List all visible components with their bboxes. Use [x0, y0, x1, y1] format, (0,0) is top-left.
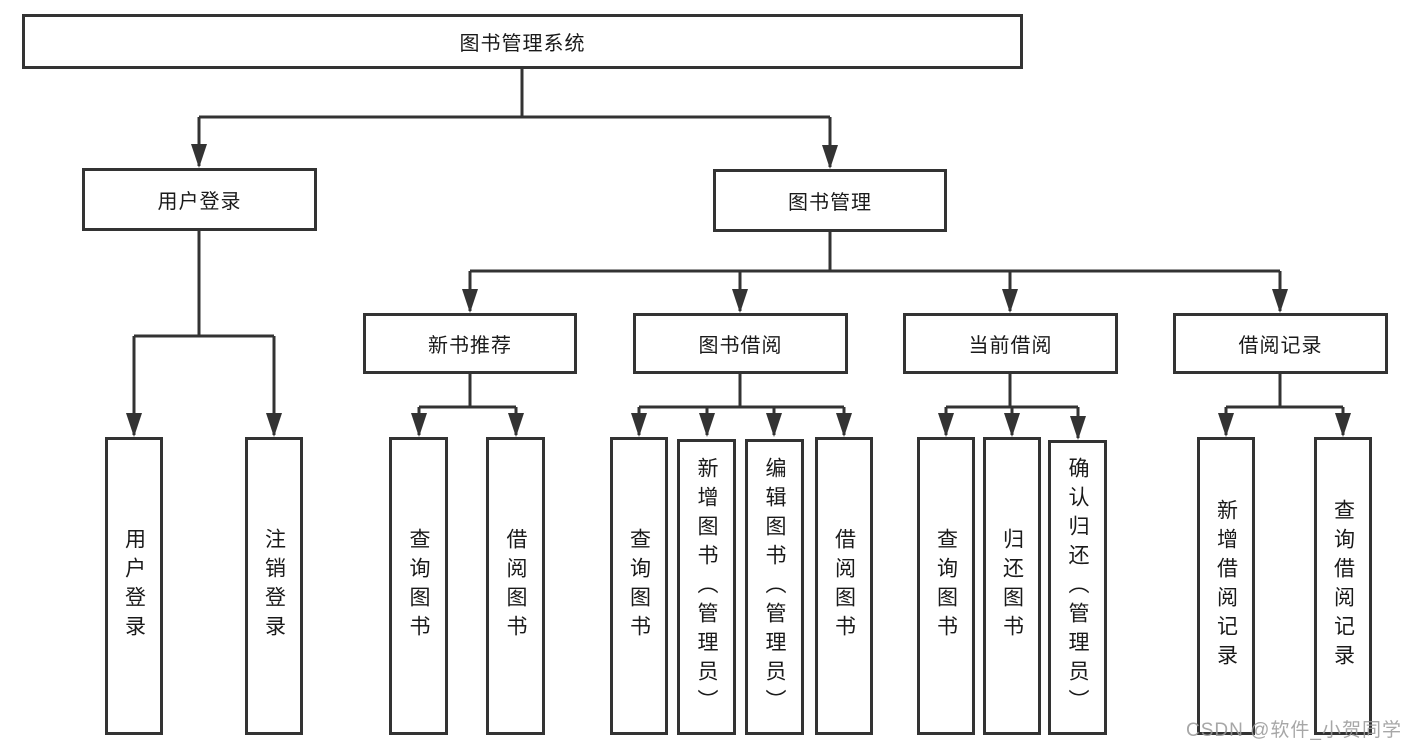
leaf-edit-books-admin: 编辑图书（管理员）: [745, 439, 804, 735]
node-current-borrow: 当前借阅: [903, 313, 1118, 374]
leaf-query-books-recommend: 查询图书: [389, 437, 448, 735]
leaf-borrow-books-recommend: 借阅图书: [486, 437, 545, 735]
leaf-label: 借阅图书: [832, 528, 856, 644]
csdn-watermark: CSDN @软件_小贺同学: [1186, 720, 1402, 741]
leaf-label: 用户登录: [122, 528, 146, 644]
leaf-label: 确认归还（管理员）: [1066, 457, 1089, 718]
leaf-add-borrow-record: 新增借阅记录: [1197, 437, 1255, 735]
leaf-query-books-borrow: 查询图书: [610, 437, 668, 735]
leaf-label: 查询图书: [627, 528, 651, 644]
node-user-login-branch: 用户登录: [82, 168, 317, 231]
node-book-borrow: 图书借阅: [633, 313, 848, 374]
leaf-label: 查询借阅记录: [1331, 499, 1355, 673]
arrowheads: [126, 144, 1351, 440]
leaf-label: 注销登录: [262, 528, 286, 644]
node-root-library-system: 图书管理系统: [22, 14, 1023, 69]
leaf-confirm-return-admin: 确认归还（管理员）: [1048, 440, 1107, 735]
leaf-add-books-admin: 新增图书（管理员）: [677, 439, 736, 735]
node-borrow-records: 借阅记录: [1173, 313, 1388, 374]
leaf-query-books-current: 查询图书: [917, 437, 975, 735]
node-new-book-recommend: 新书推荐: [363, 313, 577, 374]
leaf-query-borrow-record: 查询借阅记录: [1314, 437, 1372, 735]
leaf-user-login: 用户登录: [105, 437, 163, 735]
leaf-logout: 注销登录: [245, 437, 303, 735]
leaf-label: 编辑图书（管理员）: [763, 456, 786, 718]
node-book-management-branch: 图书管理: [713, 169, 947, 232]
connector-lines: [132, 69, 1345, 438]
leaf-label: 查询图书: [407, 528, 430, 644]
leaf-label: 新增图书（管理员）: [695, 456, 718, 718]
leaf-borrow-books: 借阅图书: [815, 437, 873, 735]
leaf-label: 借阅图书: [504, 528, 527, 644]
leaf-label: 归还图书: [1000, 528, 1024, 644]
leaf-return-books: 归还图书: [983, 437, 1041, 735]
leaf-label: 新增借阅记录: [1214, 499, 1238, 673]
leaf-label: 查询图书: [934, 528, 958, 644]
